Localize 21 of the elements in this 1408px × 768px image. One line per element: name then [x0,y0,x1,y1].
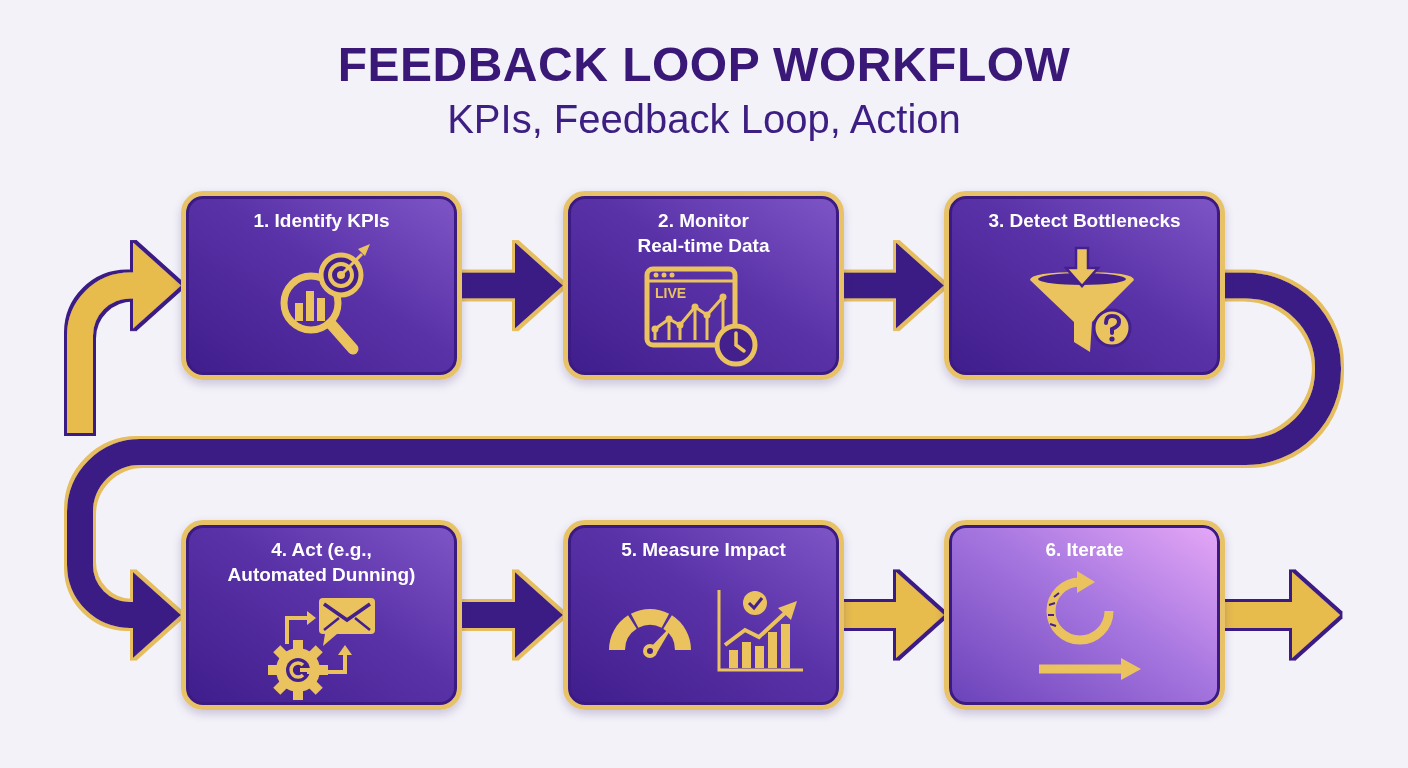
block-arrow [844,572,944,658]
step-title: 4. Act (e.g., Automated Dunning) [226,538,417,587]
step-box [181,520,462,710]
block-arrow [844,242,944,329]
step-box [563,520,844,710]
diagram-title: FEEDBACK LOOP WORKFLOW [337,38,1071,92]
step-box [944,520,1225,710]
step-title: 3. Detect Bottlenecks [988,209,1181,233]
live-text: LIVE [655,285,687,301]
step-box [944,191,1225,380]
step-box [563,191,844,380]
subtitle: KPIs, Feedback Loop, Action [447,96,961,142]
block-arrow [1225,572,1340,658]
step-box [181,191,462,380]
block-arrow [462,572,563,658]
step-title: 5. Measure Impact [621,538,786,562]
step-title: 6. Iterate [1045,538,1124,562]
step-title: 2. Monitor Real-time Data [636,209,771,258]
curved-arrow [67,242,181,433]
block-arrow [462,242,563,329]
step-title: 1. Identify KPIs [253,209,390,233]
